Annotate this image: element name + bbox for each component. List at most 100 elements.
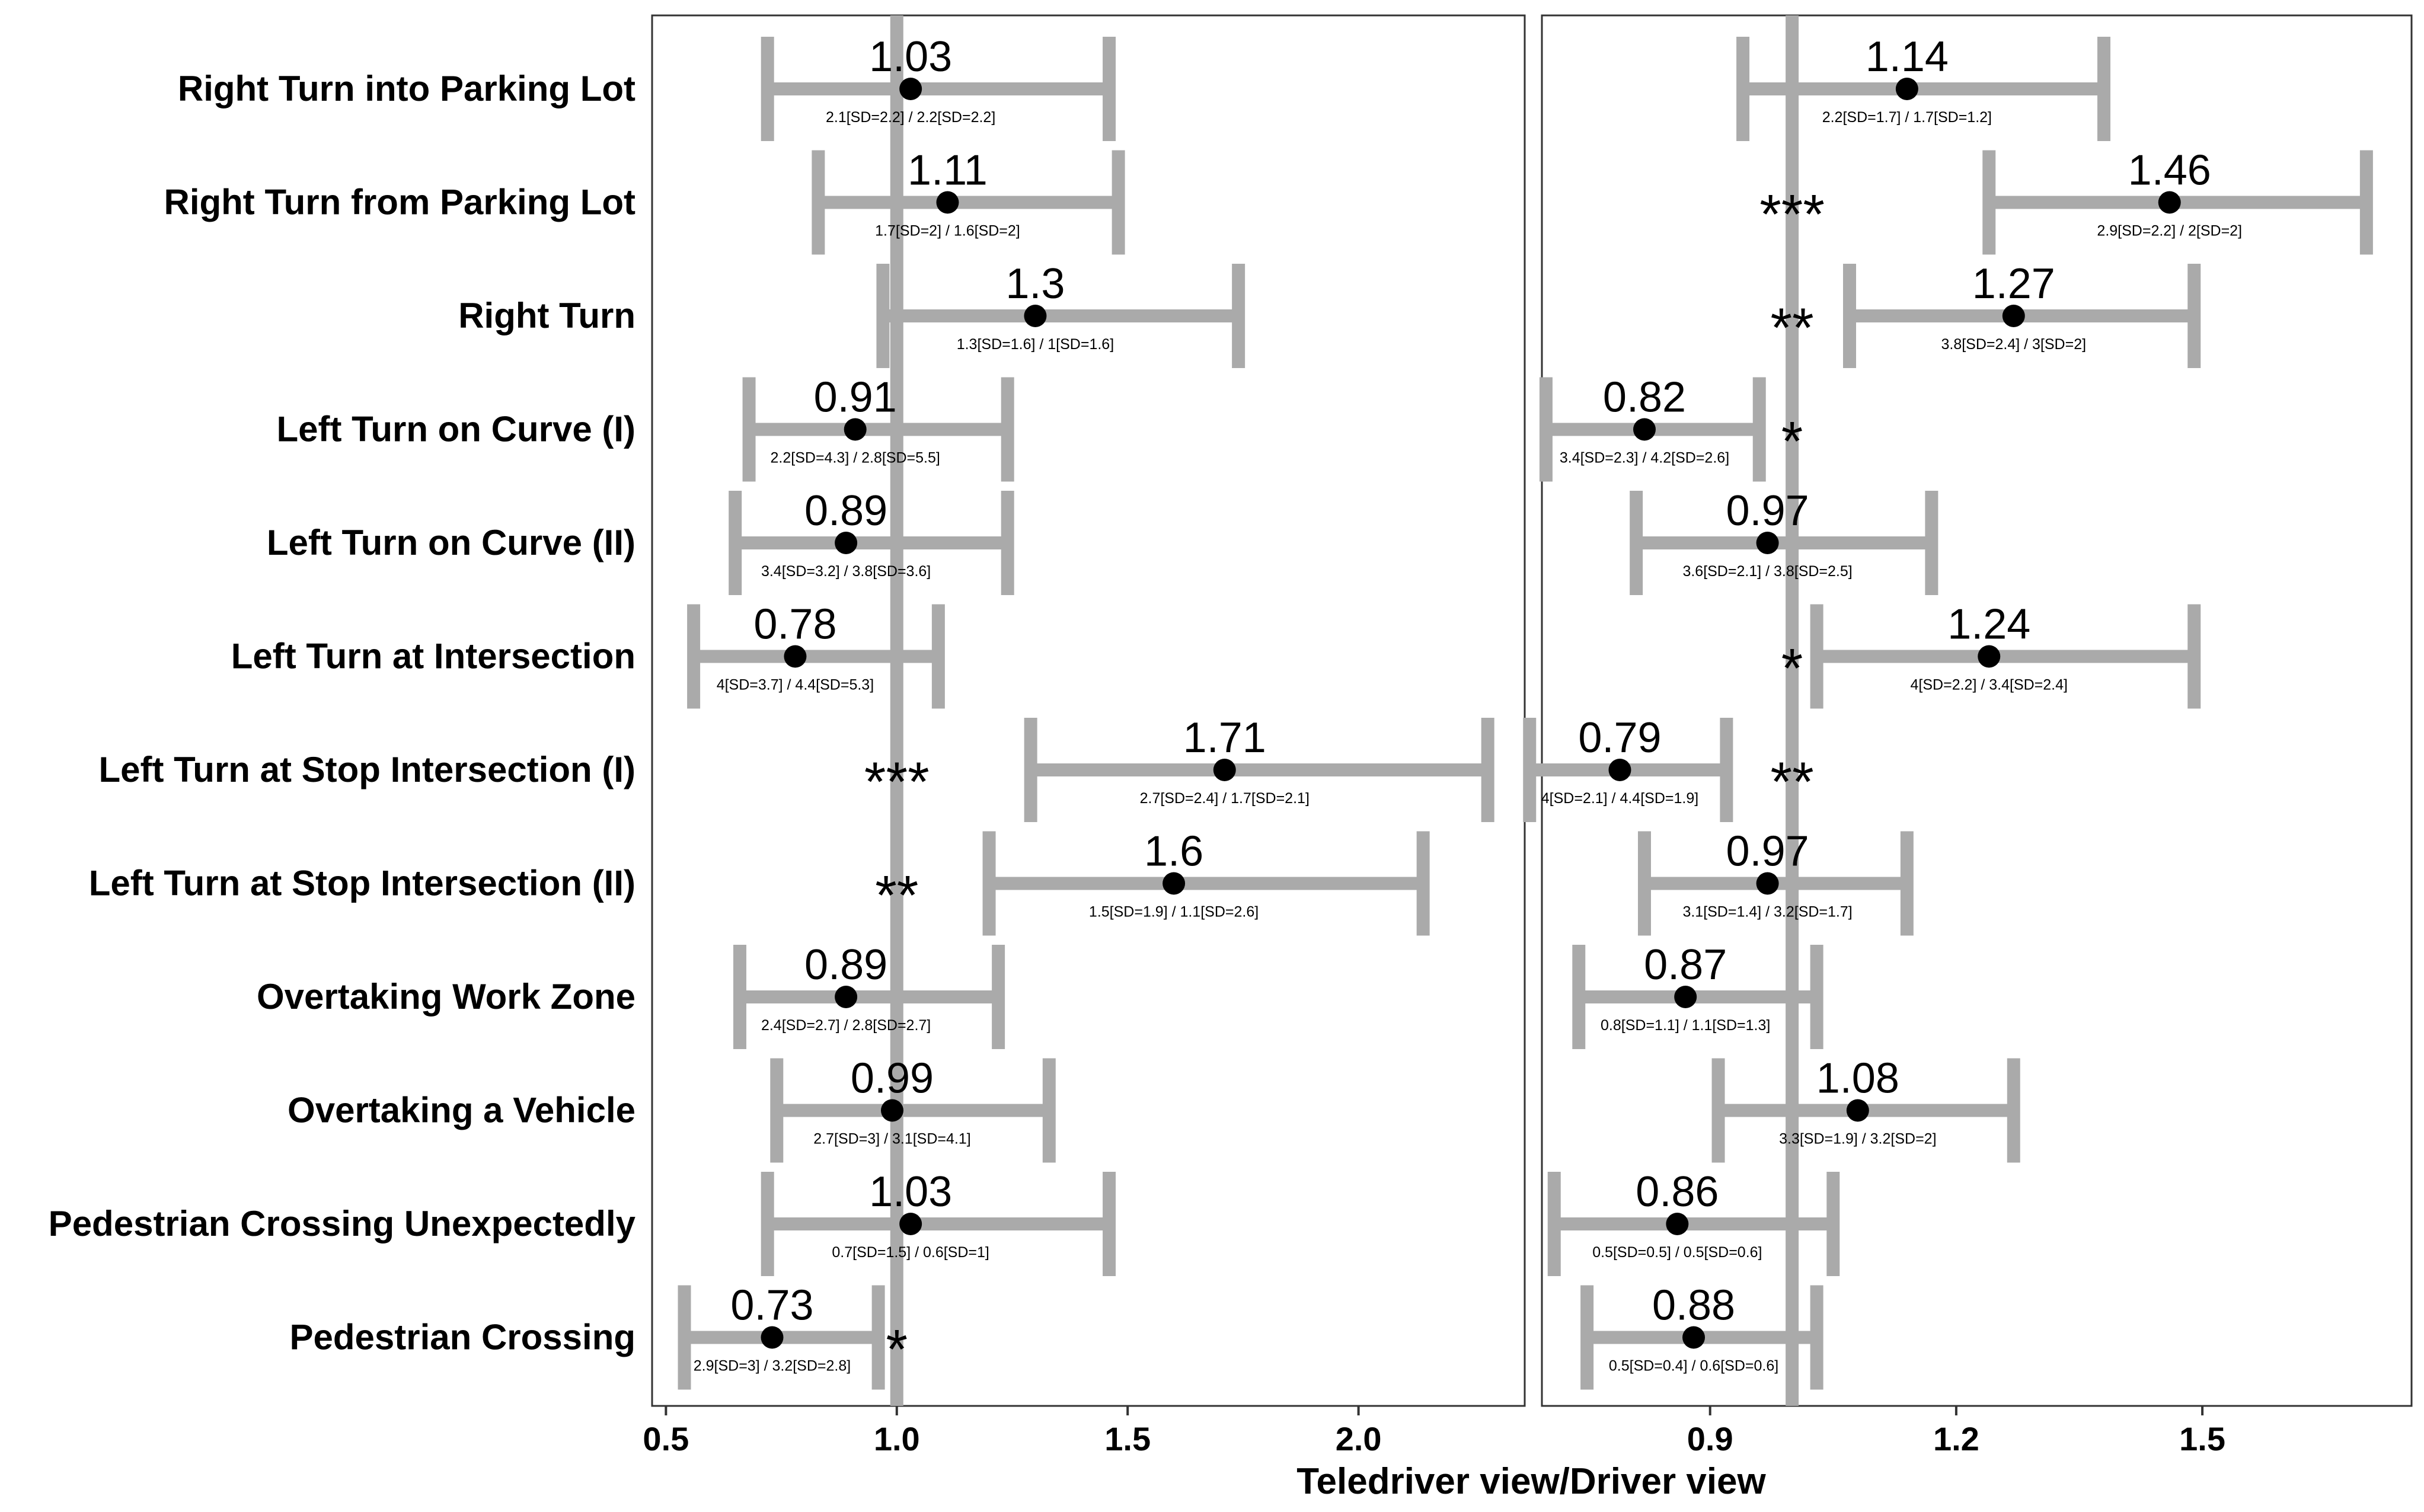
point-estimate	[936, 191, 959, 214]
panel-frame	[651, 14, 1526, 1407]
ratio-label: 1.08	[1816, 1055, 1899, 1102]
point-estimate	[1756, 872, 1779, 895]
detail-label: 2.7[SD=3] / 3.1[SD=4.1]	[813, 1131, 970, 1147]
detail-label: 4[SD=2.2] / 3.4[SD=2.4]	[1911, 677, 2068, 693]
x-tick-label: 0.5	[643, 1420, 689, 1457]
category-label: Left Turn at Stop Intersection (II)	[89, 864, 635, 903]
ratio-label: 1.46	[2128, 147, 2211, 194]
detail-label: 2.1[SD=2.2] / 2.2[SD=2.2]	[826, 109, 995, 126]
detail-label: 2.2[SD=4.3] / 2.8[SD=5.5]	[771, 450, 940, 466]
detail-label: 0.5[SD=0.5] / 0.5[SD=0.6]	[1592, 1244, 1762, 1261]
detail-label: 2.7[SD=2.4] / 1.7[SD=2.1]	[1140, 790, 1310, 807]
significance-marker: *	[1781, 637, 1803, 699]
detail-label: 1.7[SD=2] / 1.6[SD=2]	[875, 223, 1020, 239]
category-label: Right Turn into Parking Lot	[178, 69, 635, 108]
ratio-label: 1.24	[1947, 601, 2030, 648]
panel-left: 0.5 1.0 1.5 2.0 1.03 2.1[SD=2.2] / 2.2[SD=2.2…	[643, 14, 1526, 1457]
significance-marker: *	[1781, 410, 1803, 472]
x-tick-label: 2.0	[1336, 1420, 1382, 1457]
ratio-label: 0.89	[804, 487, 887, 535]
x-tick-label: 1.5	[1104, 1420, 1151, 1457]
ratio-label: 0.89	[804, 941, 887, 989]
point-estimate	[2158, 191, 2181, 214]
detail-label: 2.9[SD=3] / 3.2[SD=2.8]	[694, 1358, 851, 1374]
ratio-label: 0.97	[1726, 487, 1809, 535]
significance-marker: **	[875, 864, 918, 926]
ratio-label: 0.79	[1578, 714, 1661, 762]
detail-label: 4[SD=3.7] / 4.4[SD=5.3]	[717, 677, 874, 693]
significance-marker: **	[1771, 750, 1814, 813]
significance-marker: ***	[864, 750, 930, 813]
detail-label: 1.5[SD=1.9] / 1.1[SD=2.6]	[1089, 904, 1259, 920]
ratio-label: 1.27	[1972, 260, 2055, 308]
point-estimate	[1666, 1213, 1689, 1235]
point-estimate	[1846, 1099, 1869, 1122]
ratio-label: 0.88	[1652, 1282, 1735, 1329]
x-tick-label: 1.0	[874, 1420, 920, 1457]
detail-label: 3.4[SD=2.3] / 4.2[SD=2.6]	[1560, 450, 1729, 466]
category-label: Right Turn from Parking Lot	[164, 183, 636, 222]
detail-label: 4[SD=2.1] / 4.4[SD=1.9]	[1541, 790, 1698, 807]
point-estimate	[1756, 532, 1779, 554]
detail-label: 3.1[SD=1.4] / 3.2[SD=1.7]	[1682, 904, 1852, 920]
category-label: Left Turn at Stop Intersection (I)	[98, 750, 635, 789]
detail-label: 2.2[SD=1.7] / 1.7[SD=1.2]	[1822, 109, 1992, 126]
ratio-label: 1.71	[1183, 714, 1266, 762]
point-estimate	[1682, 1326, 1706, 1349]
category-label: Right Turn	[458, 296, 635, 335]
category-label: Overtaking a Vehicle	[288, 1091, 635, 1130]
point-estimate	[835, 986, 858, 1008]
ratio-label: 0.73	[730, 1282, 813, 1329]
ratio-label: 0.86	[1636, 1168, 1719, 1216]
ratio-label: 1.3	[1005, 260, 1065, 308]
detail-label: 3.4[SD=3.2] / 3.8[SD=3.6]	[761, 563, 931, 580]
significance-marker: *	[886, 1318, 908, 1380]
detail-label: 3.3[SD=1.9] / 3.2[SD=2]	[1779, 1131, 1936, 1147]
point-estimate	[1633, 418, 1656, 441]
point-estimate	[880, 1099, 903, 1122]
point-estimate	[2002, 305, 2025, 327]
point-estimate	[1024, 305, 1047, 327]
x-axis-title: Teledriver view/Driver view	[1296, 1461, 1766, 1502]
category-label: Overtaking Work Zone	[257, 977, 635, 1016]
ratio-label: 1.03	[869, 1168, 952, 1216]
x-tick-label: 0.9	[1687, 1420, 1733, 1457]
point-estimate	[1895, 78, 1918, 100]
ratio-label: 0.87	[1644, 941, 1727, 989]
point-estimate	[1213, 759, 1236, 781]
detail-label: 0.5[SD=0.4] / 0.6[SD=0.6]	[1609, 1358, 1778, 1374]
category-label: Left Turn at Intersection	[231, 637, 635, 676]
point-estimate	[835, 532, 858, 554]
detail-label: 1.3[SD=1.6] / 1[SD=1.6]	[957, 336, 1114, 353]
point-estimate	[1978, 645, 2001, 668]
category-label: Left Turn on Curve (II)	[267, 523, 635, 562]
detail-label: 0.8[SD=1.1] / 1.1[SD=1.3]	[1601, 1017, 1770, 1034]
ratio-label: 1.03	[869, 33, 952, 81]
ratio-label: 1.6	[1144, 828, 1203, 875]
point-estimate	[784, 645, 807, 668]
detail-label: 2.9[SD=2.2] / 2[SD=2]	[2097, 223, 2242, 239]
x-tick-label: 1.2	[1933, 1420, 1979, 1457]
detail-label: 3.8[SD=2.4] / 3[SD=2]	[1941, 336, 2086, 353]
point-estimate	[761, 1326, 784, 1349]
significance-marker: ***	[1759, 183, 1825, 245]
point-estimate	[1674, 986, 1697, 1008]
panel-frame	[1541, 14, 2413, 1407]
point-estimate	[844, 418, 867, 441]
ratio-label: 0.99	[851, 1055, 934, 1102]
significance-marker: **	[1771, 296, 1814, 359]
detail-label: 3.6[SD=2.1] / 3.8[SD=2.5]	[1682, 563, 1852, 580]
category-label: Pedestrian Crossing Unexpectedly	[49, 1204, 636, 1244]
ratio-label: 1.14	[1866, 33, 1949, 81]
point-estimate	[1608, 759, 1631, 781]
point-estimate	[899, 1213, 922, 1235]
category-label: Pedestrian Crossing	[289, 1318, 635, 1357]
ratio-label: 0.91	[814, 374, 897, 421]
ratio-label: 0.82	[1603, 374, 1686, 421]
point-estimate	[899, 78, 922, 100]
detail-label: 2.4[SD=2.7] / 2.8[SD=2.7]	[761, 1017, 931, 1034]
point-estimate	[1163, 872, 1186, 895]
category-label: Left Turn on Curve (I)	[276, 410, 635, 449]
